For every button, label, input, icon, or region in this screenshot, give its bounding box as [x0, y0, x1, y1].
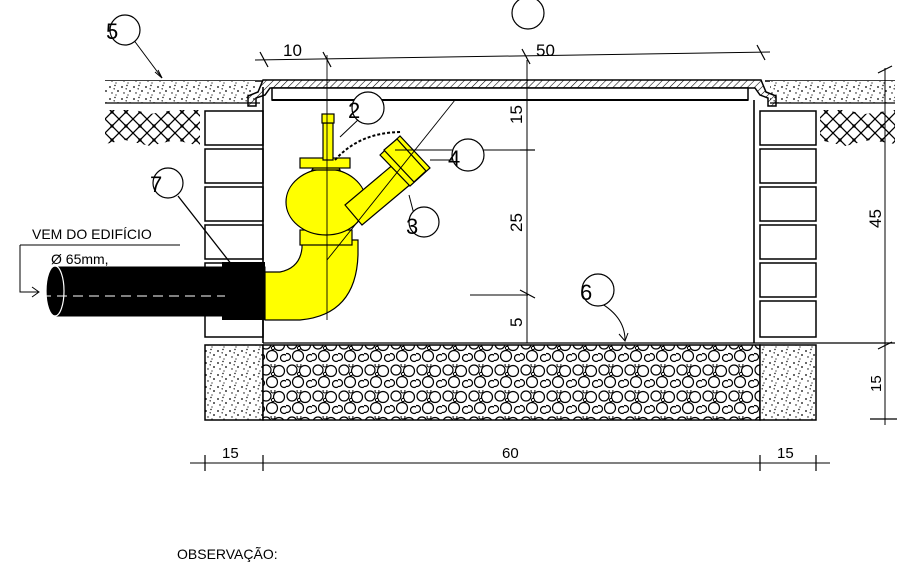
- dim-15-bottom-right: 15: [777, 445, 794, 462]
- brick-wall-right: [759, 110, 817, 338]
- box-cover: [247, 79, 777, 107]
- callout-3: 3: [406, 214, 418, 239]
- callout-7: 7: [150, 172, 162, 197]
- gravel-bed: [262, 344, 761, 421]
- dim-5: 5: [507, 318, 526, 327]
- callout-circles: [109, 0, 615, 307]
- cap-chain: [334, 131, 403, 161]
- dim-45: 45: [866, 209, 885, 228]
- dim-10: 10: [283, 41, 302, 60]
- callout-4: 4: [448, 146, 460, 171]
- base-concrete-left: [204, 344, 264, 421]
- dim-50: 50: [536, 41, 555, 60]
- dim-15-right: 15: [868, 375, 885, 392]
- callout-5: 5: [106, 19, 118, 44]
- inlet-pipe: [25, 262, 266, 320]
- observation-label: OBSERVAÇÃO:: [177, 546, 278, 562]
- dim-25: 25: [507, 213, 526, 232]
- dim-15-bottom-left: 15: [222, 445, 239, 462]
- ground-right: [765, 80, 895, 146]
- hydrant-valve: [264, 113, 431, 321]
- callout-6: 6: [580, 280, 592, 305]
- inlet-diameter-label: Ø 65mm,: [51, 251, 109, 267]
- inlet-label: VEM DO EDIFÍCIO: [32, 226, 152, 242]
- dim-60: 60: [502, 445, 519, 462]
- callout-2: 2: [348, 98, 360, 123]
- ground-left: [105, 80, 262, 146]
- dim-15-top: 15: [507, 105, 526, 124]
- base-concrete-right: [759, 344, 817, 421]
